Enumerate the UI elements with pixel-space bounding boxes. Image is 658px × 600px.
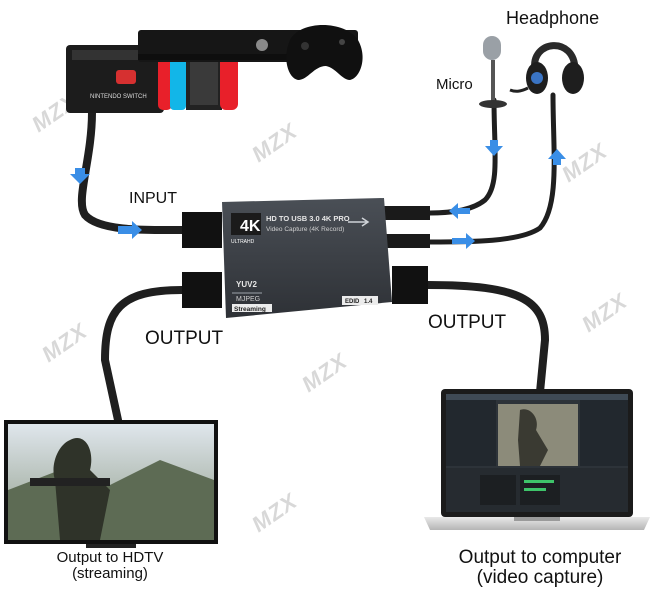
device-ultrahd-text: ULTRAHD — [231, 239, 255, 245]
device-4k-badge: 4K — [240, 218, 261, 235]
hdmi-input-port — [182, 212, 222, 248]
hdtv-output-cable — [100, 286, 186, 424]
input-cable — [77, 108, 186, 235]
arrow-up-icon — [548, 149, 566, 165]
usb-output-port — [392, 266, 428, 304]
arrow-down-icon — [70, 168, 90, 184]
soldier-figure — [53, 438, 110, 540]
arrow-right-icon — [452, 233, 475, 249]
computer-output-cable — [424, 281, 550, 396]
microphone — [479, 36, 507, 108]
device-edid-label: EDID — [345, 299, 360, 305]
arrow-left-icon — [449, 203, 470, 219]
arrow-down-icon — [485, 140, 503, 156]
device-mjpeg-text: MJPEG — [236, 296, 260, 303]
micro-cable — [427, 97, 498, 216]
computer-caption: Output to computer (video capture) — [440, 548, 640, 588]
hdtv-caption-line1: Output to HDTV — [56, 549, 164, 566]
rifle-shape — [30, 478, 110, 486]
xbox-console — [138, 25, 363, 80]
output-left-label: OUTPUT — [145, 328, 224, 349]
streaming-badge — [232, 304, 272, 312]
arrow-right-icon — [118, 221, 142, 239]
hdtv-caption: Output to HDTV (streaming) — [40, 550, 180, 582]
micro-jack — [384, 206, 430, 220]
laptop — [424, 389, 650, 530]
switch-logo-icon — [116, 70, 136, 84]
cables — [77, 92, 557, 424]
device-edid-value: 1.4 — [364, 299, 373, 305]
input-label: INPUT — [129, 190, 177, 207]
hdtv — [4, 420, 218, 548]
micro-label: Micro — [436, 76, 473, 93]
usb-symbol-icon — [348, 217, 370, 227]
headphone-label: Headphone — [506, 8, 600, 28]
game-controller-icon — [286, 25, 363, 80]
hdmi-output-port — [182, 272, 222, 308]
device-yuv-text: YUV2 — [236, 280, 257, 289]
switch-brand-text: NINTENDO SWITCH — [90, 94, 147, 100]
device-title-text: HD TO USB 3.0 4K PRO — [266, 214, 350, 223]
device-subtitle-text: Video Capture (4K Record) — [266, 226, 344, 233]
output-right-label: OUTPUT — [428, 312, 507, 333]
headphone-jack — [384, 234, 430, 248]
computer-caption-line2: (video capture) — [476, 566, 604, 588]
computer-caption-line1: Output to computer — [458, 547, 622, 568]
hdtv-caption-line2: (streaming) — [72, 564, 148, 582]
capture-device — [182, 198, 430, 318]
flow-arrows — [70, 140, 566, 249]
device-streaming-text: Streaming — [234, 306, 266, 313]
headphone — [509, 42, 584, 94]
edid-badge — [342, 296, 378, 305]
xbox-logo-icon — [256, 39, 268, 51]
